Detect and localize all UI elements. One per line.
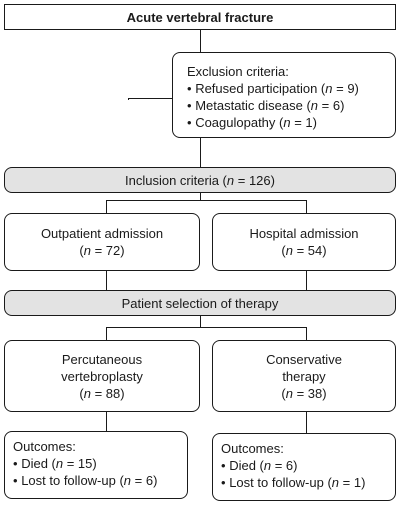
n-open: ( (79, 243, 84, 258)
selection-box: Patient selection of therapy (4, 290, 396, 316)
n-value: = 6) (318, 98, 345, 113)
connector-to-hospital (306, 200, 308, 214)
exclusion-heading: Exclusion criteria: (187, 64, 289, 79)
exclusion-box: Exclusion criteria: • Refused participat… (172, 52, 396, 138)
connector-therapy-bar (106, 327, 307, 329)
connector-to-conservative (306, 327, 308, 341)
outcome-item: • Died (n = 15) (13, 455, 187, 472)
connector-conservative-down (306, 412, 308, 434)
bullet: • (187, 81, 192, 96)
n-symbol: n (83, 243, 91, 258)
connector-admission-bar (106, 200, 307, 202)
n-symbol: n (83, 385, 91, 401)
outpatient-label: Outpatient admission (40, 226, 164, 241)
n-symbol: n (331, 475, 340, 490)
bullet: • (221, 475, 226, 490)
connector-to-exclusion (128, 98, 173, 100)
n-open: ( (281, 385, 286, 401)
outcomes-right-box: Outcomes: • Died (n = 6) • Lost to follo… (212, 433, 396, 501)
connector-outpatient-down (106, 271, 108, 291)
vertebroplasty-line1: Percutaneous (61, 351, 143, 367)
conservative-line2: therapy (282, 368, 326, 384)
n-value: = 1) (339, 475, 366, 490)
exclusion-item-label: Metastatic disease ( (195, 98, 311, 113)
conservative-box: Conservative therapy (n = 38) (212, 340, 396, 412)
bullet: • (13, 456, 18, 471)
bullet: • (13, 473, 18, 488)
vertebroplasty-line2: vertebroplasty (61, 368, 143, 384)
inclusion-label: Inclusion criteria ( (125, 172, 227, 188)
outcome-item: • Lost to follow-up (n = 6) (13, 472, 187, 489)
outpatient-box: Outpatient admission (n = 72) (4, 213, 200, 271)
n-symbol: n (310, 98, 319, 113)
outcome-item: • Lost to follow-up (n = 1) (221, 474, 395, 491)
exclusion-item: • Refused participation (n = 9) (187, 80, 395, 97)
n-value: = 6) (271, 458, 298, 473)
n-value: = 38) (292, 385, 327, 401)
n-symbol: n (285, 243, 293, 258)
exclusion-item-label: Coagulopathy ( (195, 115, 284, 130)
conservative-line1: Conservative (266, 351, 342, 367)
bullet: • (221, 458, 226, 473)
n-value: = 1) (290, 115, 317, 130)
n-open: ( (281, 243, 286, 258)
n-symbol: n (226, 172, 235, 188)
top-box-title: Acute vertebral fracture (126, 9, 274, 25)
outcome-label: Lost to follow-up ( (229, 475, 332, 490)
outcome-label: Lost to follow-up ( (21, 473, 124, 488)
n-open: ( (79, 385, 84, 401)
n-symbol: n (325, 81, 333, 96)
top-box: Acute vertebral fracture (4, 4, 396, 30)
n-symbol: n (123, 473, 132, 488)
n-value: = 15) (63, 456, 97, 471)
selection-label: Patient selection of therapy (121, 295, 279, 311)
connector-hospital-down (306, 271, 308, 291)
outcome-label: Died ( (21, 456, 56, 471)
exclusion-item: • Metastatic disease (n = 6) (187, 97, 395, 114)
connector-left-stem (128, 98, 130, 100)
inclusion-box: Inclusion criteria (n = 126) (4, 167, 396, 193)
bullet: • (187, 115, 192, 130)
n-value: = 72) (90, 243, 125, 258)
outcomes-left-box: Outcomes: • Died (n = 15) • Lost to foll… (4, 431, 188, 499)
exclusion-item: • Coagulopathy (n = 1) (187, 114, 395, 131)
outcomes-heading: Outcomes: (221, 441, 284, 456)
n-symbol: n (55, 456, 64, 471)
outcomes-heading: Outcomes: (13, 439, 76, 454)
connector-selection-split (200, 313, 202, 327)
n-value: = 88) (90, 385, 125, 401)
bullet: • (187, 98, 192, 113)
n-value: = 6) (131, 473, 158, 488)
n-value: = 9) (332, 81, 359, 96)
n-symbol: n (263, 458, 272, 473)
connector-vertebroplasty-down (106, 412, 108, 432)
vertebroplasty-box: Percutaneous vertebroplasty (n = 88) (4, 340, 200, 412)
hospital-label: Hospital admission (249, 226, 359, 241)
n-symbol: n (285, 385, 293, 401)
hospital-box: Hospital admission (n = 54) (212, 213, 396, 271)
n-value: = 126) (234, 172, 275, 188)
n-value: = 54) (292, 243, 327, 258)
outcome-label: Died ( (229, 458, 264, 473)
connector-to-vertebroplasty (106, 327, 108, 341)
connector-inclusion-split (200, 192, 202, 200)
exclusion-item-label: Refused participation ( (195, 81, 326, 96)
n-symbol: n (283, 115, 291, 130)
connector-to-outpatient (106, 200, 108, 214)
outcome-item: • Died (n = 6) (221, 457, 395, 474)
